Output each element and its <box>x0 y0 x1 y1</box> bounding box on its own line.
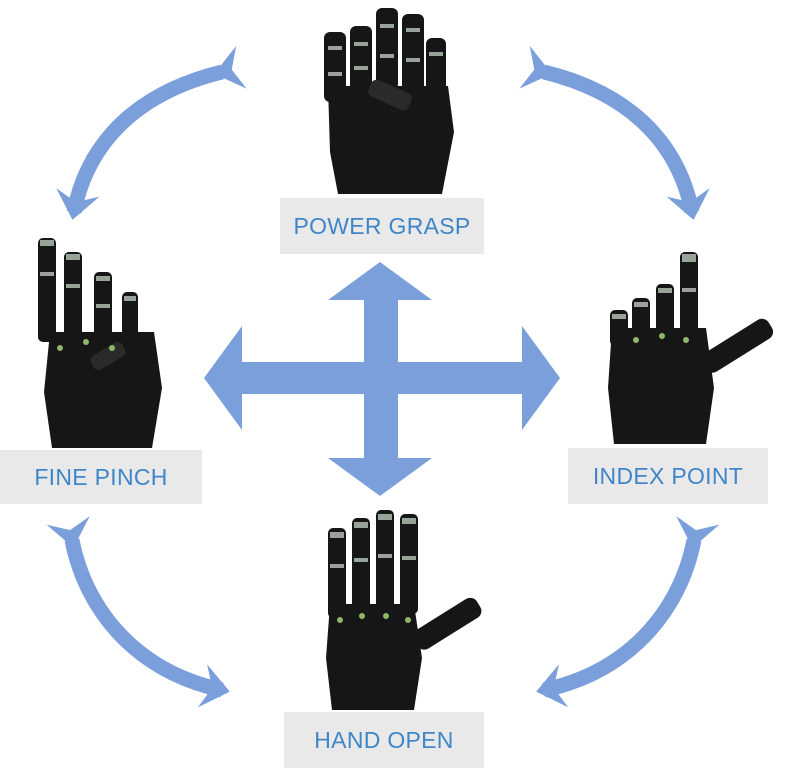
arc-arrow-fine-open <box>46 516 230 708</box>
label-power-grasp: POWER GRASP <box>280 198 484 254</box>
robotic-hand-open-icon <box>326 510 482 710</box>
robotic-hand-fine-pinch-icon <box>38 238 162 448</box>
arc-arrow-power-fine <box>56 45 247 220</box>
label-fine-pinch: FINE PINCH <box>0 450 202 504</box>
four-way-arrow-icon <box>204 262 560 496</box>
label-index-point: INDEX POINT <box>568 448 768 504</box>
label-hand-open: HAND OPEN <box>284 712 484 768</box>
arc-arrow-power-index <box>519 45 710 220</box>
robotic-hand-index-point-icon <box>608 252 774 444</box>
arc-arrow-index-open <box>536 516 720 708</box>
robotic-hand-power-grasp-icon <box>324 8 454 194</box>
